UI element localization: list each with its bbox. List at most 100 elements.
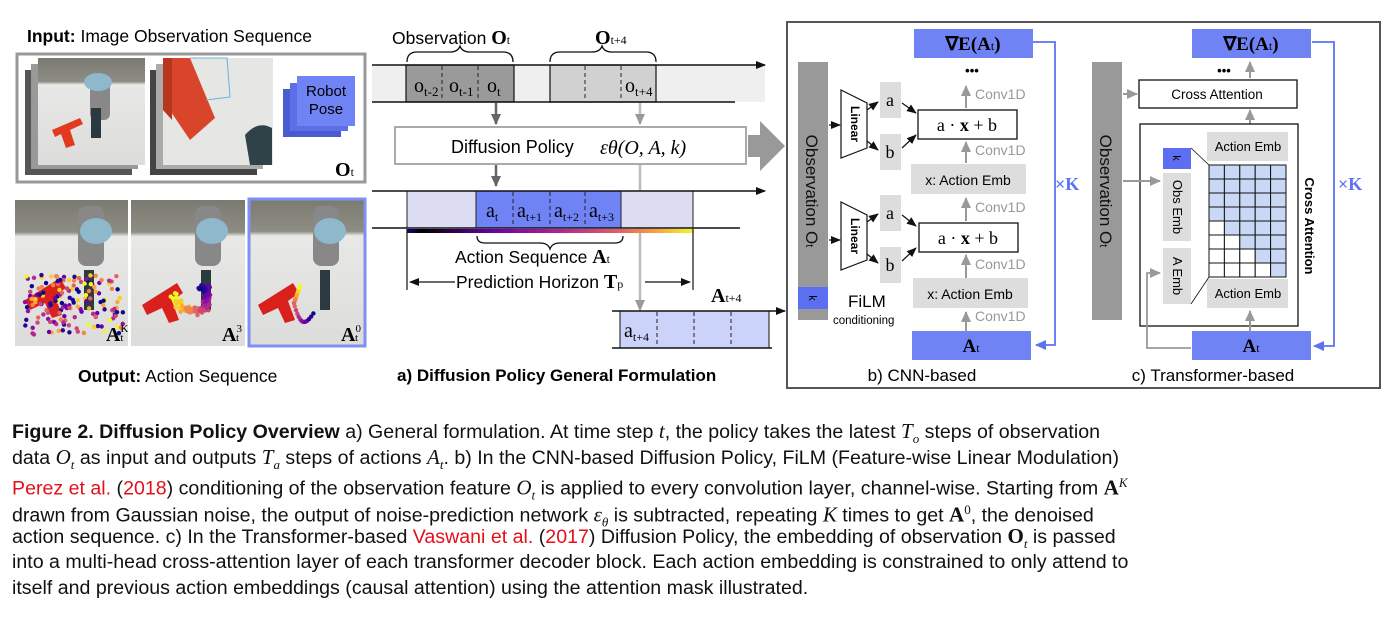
citation-perez[interactable]: Perez et al. (12, 477, 112, 500)
attention-mask-cell (1270, 178, 1287, 194)
observation-brace-label: Observation Ot (392, 27, 511, 49)
conv1d-label-2: Conv1D (975, 142, 1026, 158)
trajectory-dot (63, 303, 68, 308)
film-title: FiLM (848, 292, 886, 311)
action-emb-top (1207, 132, 1288, 161)
trajectory-dot (293, 307, 299, 313)
future-action-label: At+4 (711, 285, 742, 307)
trajectory-dot (35, 320, 40, 325)
trajectory-dot (30, 302, 35, 308)
caption-line-3: Perez et al. (2018) conditioning of the … (12, 475, 1128, 503)
trajectory-dot (86, 288, 92, 294)
observation-image-stack-1 (25, 58, 145, 175)
trajectory-dot (115, 299, 120, 305)
action-emb-bottom-label: Action Emb (1215, 286, 1281, 301)
conv1d-label-5: Conv1D (975, 308, 1026, 324)
cnn-k-label: k (806, 295, 818, 301)
trajectory-dot (50, 283, 56, 288)
cnn-gradient-output (914, 29, 1033, 58)
citation-perez-year[interactable]: 2018 (123, 477, 167, 500)
trajectory-dot (49, 274, 54, 279)
trajectory-dot (44, 307, 49, 313)
obs-cell-3: ot (487, 75, 501, 99)
attention-mask-cell (1254, 206, 1272, 222)
robot-pose-label-1: Robot (306, 83, 347, 100)
attention-mask-cell (1208, 220, 1225, 236)
action-sequence-label: Action Sequence At (455, 246, 611, 268)
trajectory-dot (99, 277, 104, 283)
linear-label-lower: Linear (848, 218, 862, 254)
trajectory-dot (114, 309, 120, 315)
citation-vaswani[interactable]: Vaswani et al. (412, 525, 534, 548)
attention-mask-cell (1208, 262, 1225, 278)
figure-diagram: Input: Image Observation Sequence Robot … (15, 21, 1381, 389)
trajectory-dot (24, 317, 29, 322)
cnn-k-box (798, 287, 828, 309)
trajectory-dot (206, 284, 211, 289)
attention-mask-cell (1270, 192, 1287, 208)
trajectory-dot (120, 310, 126, 315)
attention-mask-cell (1239, 206, 1256, 222)
action-image-3 (131, 200, 245, 346)
trajectory-dot (82, 281, 87, 286)
cnn-repeat-label: ×K (1055, 174, 1079, 194)
transformer-gradient-label: ∇E(At) (1222, 34, 1278, 55)
attention-mask-cell (1254, 262, 1272, 278)
citation-vaswani-year[interactable]: 2017 (545, 525, 589, 548)
trajectory-dot (102, 307, 107, 312)
trajectory-dot (112, 306, 117, 312)
attention-mask-cell (1223, 206, 1241, 222)
cross-attention-label: Cross Attention (1171, 87, 1263, 102)
action-sequence-window (475, 190, 622, 229)
future-observation-brace (549, 43, 657, 63)
attention-mask-cell (1239, 220, 1256, 236)
attention-mask-cell (1270, 234, 1287, 250)
film-formula-upper (917, 109, 1018, 140)
trajectory-dot (79, 309, 84, 314)
trajectory-dot (37, 292, 42, 297)
attention-mask-cell (1254, 164, 1272, 180)
trajectory-dot (96, 291, 102, 296)
trajectory-dot (99, 324, 104, 329)
trajectory-dot (30, 325, 35, 331)
trajectory-dot (86, 306, 92, 311)
trajectory-dot (88, 273, 93, 278)
film-subtitle: conditioning (833, 315, 894, 327)
trajectory-dot (24, 274, 29, 279)
noise-gradient-bar (407, 229, 693, 233)
caption-line-7: itself and previous action embeddings (c… (12, 577, 809, 600)
trajectory-dot (115, 287, 120, 292)
transformer-k-label: k (1170, 155, 1182, 161)
trajectory-dot (47, 319, 53, 325)
film-formula-lower (918, 222, 1019, 253)
observation-window (405, 64, 515, 103)
trajectory-dot (57, 287, 62, 293)
caption-line-2: data Ot as input and outputs Ta steps of… (12, 445, 1119, 473)
attention-mask-cell (1208, 248, 1225, 264)
a-emb-box (1163, 248, 1191, 304)
attention-mask-cell (1254, 178, 1272, 194)
cnn-film-block-upper: Linear a b (829, 82, 917, 170)
trajectory-dot (111, 316, 116, 321)
caption-line-4: drawn from Gaussian noise, the output of… (12, 501, 1094, 529)
trajectory-dot (179, 298, 184, 303)
action-cell-1: at (486, 200, 499, 224)
trajectory-dot (75, 304, 80, 309)
action-emb-top-label: Action Emb (1215, 139, 1281, 154)
action-cell-2: at+1 (517, 200, 542, 224)
conv1d-label-4: Conv1D (975, 256, 1026, 272)
trajectory-dot (188, 310, 193, 315)
trajectory-dot (174, 301, 180, 306)
attention-mask-grid (1208, 164, 1287, 278)
trajectory-dot (67, 305, 72, 311)
film-formula-lower-text: a · x + b (938, 228, 998, 248)
caption-line-1: Figure 2. Diffusion Policy Overview a) G… (12, 419, 1101, 446)
transformer-k-box (1163, 148, 1191, 169)
action-image-k (15, 200, 128, 346)
figure-caption: Figure 2. Diffusion Policy Overview a) G… (12, 418, 1377, 601)
trajectory-dot (39, 284, 45, 290)
trajectory-dot (84, 298, 89, 304)
attention-mask-cell (1223, 178, 1241, 194)
obs-emb-box (1163, 173, 1191, 241)
